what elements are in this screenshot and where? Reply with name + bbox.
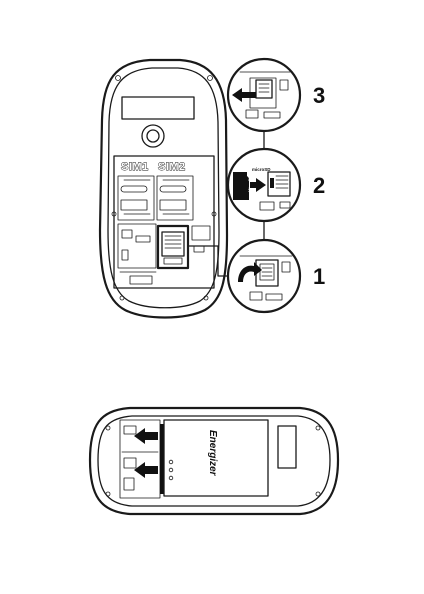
battery-view-screw-br — [316, 492, 320, 496]
microsd-slot-label: microSD — [252, 167, 271, 172]
component-block — [192, 226, 210, 240]
battery-brand-label: Energizer — [207, 430, 218, 477]
phone-battery-view: Energizer — [90, 408, 338, 514]
pcb-area — [118, 224, 156, 284]
battery-view-window — [278, 426, 296, 468]
camera-outer-icon — [142, 125, 164, 147]
battery-view-screw-bl — [106, 492, 110, 496]
step-1-detail: 1 — [228, 240, 325, 312]
rear-window — [122, 97, 194, 119]
screw-top-left — [116, 76, 121, 81]
sim2-slot — [157, 176, 193, 220]
phone-back-view: SIM1 SIM2 — [100, 60, 227, 318]
sim1-label: SIM1 — [121, 161, 149, 173]
step-3-detail: 3 — [228, 59, 325, 131]
sim2-label: SIM2 — [158, 161, 186, 173]
component-chip — [194, 246, 204, 252]
step-1-number: 1 — [313, 264, 325, 289]
battery-view-arrow-lower-icon — [134, 462, 158, 478]
sim1-slot — [118, 176, 154, 220]
battery-view-arrow-upper-icon — [134, 428, 158, 444]
battery-view-screw-tl — [106, 426, 110, 430]
battery-contact-dot-2 — [169, 468, 173, 472]
screw-bottom-left — [120, 296, 124, 300]
camera-lens-icon — [147, 130, 159, 142]
step-2-number: 2 — [313, 173, 325, 198]
battery-contact-dot-3 — [169, 476, 173, 480]
memory-card-slot — [158, 226, 188, 268]
step-2-detail: MicroSD microSD 2 — [228, 149, 325, 221]
screw-top-right — [208, 76, 213, 81]
battery-view-screw-tr — [316, 426, 320, 430]
phone-outer-body — [100, 60, 227, 318]
step-3-number: 3 — [313, 83, 325, 108]
battery-contact-dot-1 — [169, 460, 173, 464]
